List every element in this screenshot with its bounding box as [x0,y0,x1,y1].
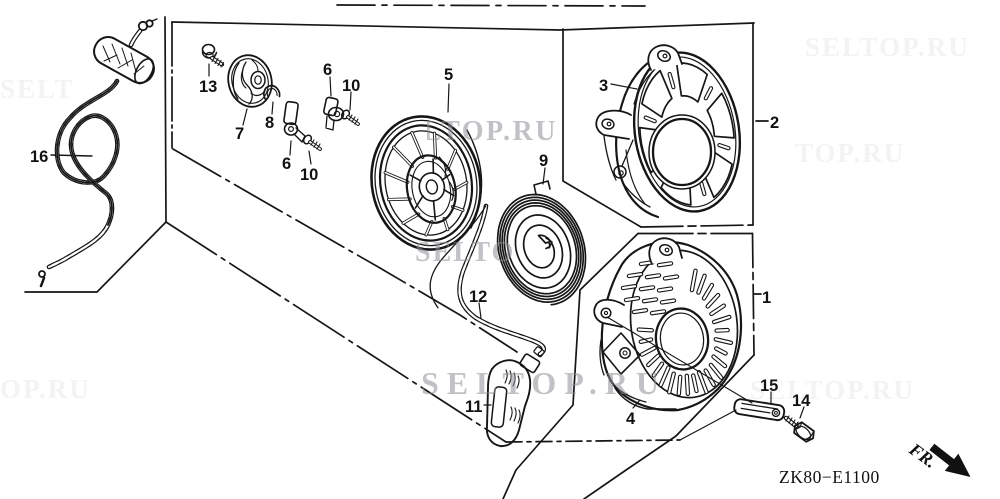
svg-text:SELTO: SELTO [415,237,515,268]
svg-text:10: 10 [342,77,360,95]
svg-text:SELTOP.RU: SELTOP.RU [750,375,915,405]
svg-text:10: 10 [300,166,318,184]
svg-text:SELTOP.RU: SELTOP.RU [805,32,970,62]
svg-text:ZK80−E1100: ZK80−E1100 [779,467,880,487]
svg-text:2: 2 [770,114,779,132]
svg-text:12: 12 [469,288,487,306]
svg-text:11: 11 [465,398,482,416]
svg-text:13: 13 [199,78,217,96]
svg-text:6: 6 [323,61,332,79]
svg-text:SELTOP.RU: SELTOP.RU [421,365,667,401]
svg-text:1: 1 [762,289,771,307]
svg-text:OP.RU: OP.RU [0,374,91,404]
svg-text:SELTOP.RU: SELTOP.RU [383,116,558,147]
svg-text:TOP.RU: TOP.RU [795,138,905,168]
svg-text:6: 6 [282,155,291,173]
svg-text:7: 7 [235,125,244,143]
svg-text:14: 14 [792,392,811,410]
svg-text:SELT: SELT [0,74,75,104]
svg-text:3: 3 [599,77,608,95]
svg-text:9: 9 [539,152,548,170]
svg-text:4: 4 [626,410,636,428]
svg-text:5: 5 [444,66,453,84]
svg-text:15: 15 [760,377,778,395]
svg-text:16: 16 [30,148,48,166]
svg-text:8: 8 [265,114,274,132]
